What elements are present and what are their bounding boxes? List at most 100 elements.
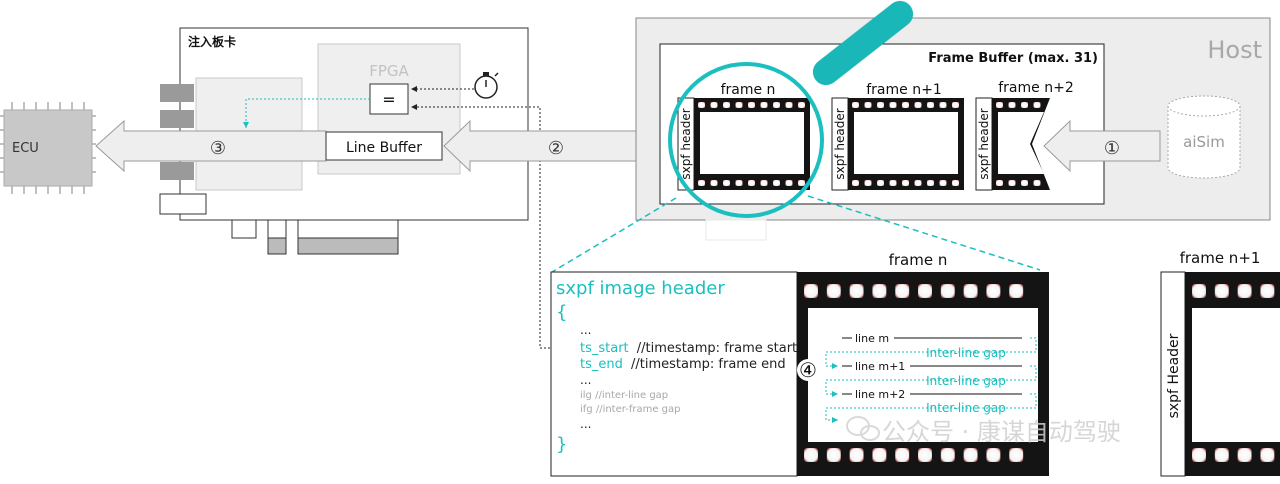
ifg-line: ifg //inter-frame gap (580, 404, 681, 415)
line-buffer-label: Line Buffer (346, 140, 422, 156)
line-buffer-block (325, 131, 443, 161)
database-icon (1167, 95, 1241, 179)
magnifier-icon (668, 0, 914, 218)
gap-2-bracket (825, 365, 1037, 397)
frame-n1-header-label: sxpf header (833, 108, 847, 179)
zoom-next-header-label: sxpf Header (1166, 333, 1182, 418)
zoom-next-frame-title: frame n+1 (1180, 249, 1261, 267)
frame-n1-label: frame n+1 (866, 82, 941, 98)
sprocket-hole (698, 102, 705, 108)
ilg-line: ilg //inter-line gap (580, 390, 668, 401)
sprocket-hole (1009, 448, 1024, 462)
line-m1-label: line m+1 (855, 360, 905, 373)
ecu-label: ECU (12, 141, 39, 156)
sprocket-hole (698, 180, 705, 186)
sprocket-hole (889, 102, 897, 108)
zoom-guide-left (551, 197, 677, 273)
sprocket-hole (804, 284, 818, 298)
sprocket-hole (927, 180, 934, 186)
sprocket-hole (963, 448, 978, 462)
step-1-label: ① (1104, 138, 1120, 159)
sprocket-hole (773, 180, 780, 186)
ts-start-key: ts_start (580, 341, 629, 356)
sprocket-hole (710, 180, 718, 186)
sprocket-hole (804, 448, 818, 462)
sprocket-hole (952, 180, 959, 186)
ts-end-key: ts_end (580, 357, 623, 372)
ellipsis-2: ... (580, 373, 591, 387)
sprocket-hole (872, 448, 887, 462)
sprocket-hole (723, 102, 730, 108)
sprocket-hole (849, 284, 864, 298)
sprocket-hole (1260, 284, 1275, 298)
sprocket-hole (748, 180, 755, 186)
sprocket-hole (1009, 284, 1024, 298)
sprocket-hole (927, 102, 934, 108)
ecu-chip (0, 102, 96, 194)
sprocket-hole (996, 102, 1003, 108)
gap-3-label: Inter-line gap (926, 401, 1006, 415)
ts-start-line: ts_start //timestamp: frame start (580, 341, 797, 356)
header-detail-title: sxpf image header (556, 278, 725, 299)
sprocket-hole (773, 102, 780, 108)
sprocket-hole (723, 180, 730, 186)
sprocket-hole (1237, 284, 1252, 298)
compare-block (369, 83, 409, 115)
sprocket-hole (952, 102, 959, 108)
sprocket-hole (1214, 448, 1229, 462)
step-4-label: ④ (799, 358, 817, 382)
sprocket-hole (889, 180, 897, 186)
gap-1-label: Inter-line gap (926, 346, 1006, 360)
sprocket-hole (1260, 448, 1275, 462)
frame-n1-film (848, 98, 964, 190)
sprocket-hole (902, 180, 909, 186)
frame-n2-film (992, 98, 1050, 190)
sprocket-hole (895, 448, 910, 462)
sprocket-hole (748, 102, 755, 108)
zoom-next-header (1160, 271, 1186, 477)
header-detail-panel (550, 271, 798, 477)
sprocket-hole (864, 180, 872, 186)
sprocket-hole (1021, 180, 1028, 186)
sprocket-hole (735, 180, 743, 186)
sprocket-hole (877, 180, 884, 186)
sprocket-hole (760, 180, 768, 186)
frame-n-label: frame n (721, 82, 776, 98)
sprocket-hole (963, 284, 978, 298)
sprocket-hole (986, 284, 1001, 298)
compare-symbol: = (382, 90, 395, 109)
sprocket-hole (852, 102, 859, 108)
ellipsis-1: ... (580, 323, 591, 337)
step-4-marker (797, 359, 819, 381)
line-m2-label: line m+2 (855, 388, 905, 401)
sprocket-hole (760, 102, 768, 108)
trigger-line (243, 98, 370, 128)
sprocket-hole (939, 102, 947, 108)
frame-n-header-label: sxpf header (679, 108, 693, 179)
ts-start-comment: //timestamp: frame start (637, 341, 797, 356)
sprocket-hole (1192, 284, 1206, 298)
sprocket-hole (914, 102, 922, 108)
sprocket-hole (785, 180, 793, 186)
sprocket-hole (798, 180, 805, 186)
step-2-label: ② (548, 138, 564, 159)
line-m-label: line m (855, 332, 889, 345)
sprocket-hole (1214, 284, 1229, 298)
sprocket-hole (798, 102, 805, 108)
sprocket-hole (996, 180, 1003, 186)
sprocket-hole (1008, 180, 1016, 186)
sprocket-hole (939, 180, 947, 186)
zoom-guide-right (807, 195, 1041, 271)
ellipsis-3: ... (580, 417, 591, 431)
brace-open: { (556, 302, 567, 323)
wechat-logo-icon (846, 416, 880, 441)
fpga-label: FPGA (369, 62, 409, 80)
sprocket-hole (895, 284, 910, 298)
sprocket-hole (914, 180, 922, 186)
sprocket-hole (918, 448, 932, 462)
sprocket-hole (940, 448, 955, 462)
sprocket-hole (1192, 448, 1206, 462)
stopwatch-icon (474, 72, 499, 99)
